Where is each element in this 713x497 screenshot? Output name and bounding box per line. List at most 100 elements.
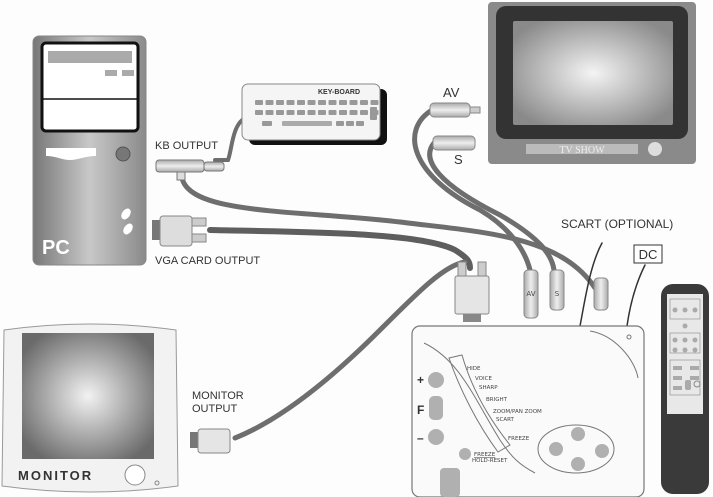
key [307, 100, 316, 105]
monitor-cable [232, 259, 468, 441]
keyboard-cable [213, 116, 247, 162]
remote-button[interactable] [682, 323, 688, 329]
key [255, 110, 263, 115]
dc-label-box [633, 244, 663, 264]
enter-key [370, 107, 377, 120]
plus-label: + [417, 373, 424, 387]
keyboard: KEY-BOARD [241, 83, 387, 145]
f-button[interactable] [429, 396, 443, 420]
function-label: VOICE [475, 376, 492, 382]
function-label: FREEZE [508, 436, 530, 442]
key [255, 100, 263, 105]
monitor-output-label-line2: OUTPUT [192, 403, 238, 415]
key [339, 100, 347, 105]
key [328, 110, 337, 115]
monitor-power-button [124, 464, 146, 486]
pc-tower: PC [32, 35, 147, 266]
function-label: HIDE [467, 366, 481, 372]
s-video-cable [427, 140, 557, 273]
s-plug-label: S [555, 290, 560, 298]
vga-to-converter-cable [207, 227, 473, 271]
remote-button[interactable] [682, 347, 688, 353]
av-label: AV [443, 85, 460, 100]
key [328, 100, 337, 105]
key [370, 100, 379, 105]
dpad-left[interactable] [549, 442, 563, 456]
converter-vga-plug [454, 261, 490, 322]
key [318, 100, 326, 105]
key [349, 110, 358, 115]
dpad-down[interactable] [571, 457, 585, 471]
remote-button[interactable] [682, 307, 688, 313]
minus-button[interactable] [428, 429, 444, 445]
power-switch[interactable] [440, 468, 460, 497]
key [360, 110, 368, 115]
kb-output-connector [155, 159, 225, 181]
key [318, 110, 326, 115]
key [307, 110, 316, 115]
tv-power-button [648, 142, 662, 156]
key [262, 121, 272, 126]
key [286, 100, 295, 105]
remote-button[interactable] [690, 376, 699, 380]
remote-button[interactable] [692, 307, 698, 313]
key [297, 100, 305, 105]
remote-button[interactable] [672, 337, 678, 343]
function-label: SCART [496, 417, 515, 423]
remote-rocker[interactable] [685, 380, 691, 390]
remote-button[interactable] [690, 366, 699, 370]
f-label: F [417, 403, 424, 417]
key [297, 110, 305, 115]
spacebar-key [282, 121, 332, 126]
remote-button[interactable] [692, 337, 698, 343]
monitor-output-connector [190, 428, 231, 454]
kb-output-label: KB OUTPUT [155, 140, 218, 152]
s-plug-top [432, 135, 476, 151]
kb-to-converter-cable [179, 175, 598, 291]
function-label: BRIGHT [486, 397, 508, 403]
key [286, 110, 295, 115]
freeze-button[interactable] [459, 448, 471, 460]
key [276, 100, 284, 105]
av-plug-top [429, 102, 481, 118]
key [265, 100, 274, 105]
remote-button[interactable] [682, 337, 688, 343]
keyboard-label: KEY-BOARD [318, 89, 360, 96]
plus-button[interactable] [428, 372, 444, 388]
hold-reset-label: HOLD-RESET [472, 458, 508, 464]
remote-button[interactable] [672, 347, 678, 353]
av-cable [412, 107, 533, 273]
key [349, 100, 358, 105]
power-button [115, 146, 131, 162]
vga-card-output-label: VGA CARD OUTPUT [155, 255, 260, 267]
scart-leader-line [579, 242, 603, 327]
function-label: ZOOM/PAN ZOOM [493, 409, 542, 415]
key [276, 110, 284, 115]
dc-leader-line [626, 264, 646, 327]
key [265, 110, 274, 115]
monitor-label: MONITOR [18, 468, 93, 483]
dc-label: DC [639, 247, 658, 262]
remote-button[interactable] [673, 366, 682, 370]
dpad-right[interactable] [595, 444, 609, 458]
freeze-hold-label: FREEZE [474, 452, 496, 458]
tv: TV SHOW [488, 2, 696, 164]
remote-button[interactable] [692, 347, 698, 353]
scart-optional-label: SCART (OPTIONAL) [561, 217, 673, 231]
remote-button[interactable] [693, 380, 701, 388]
remote-button[interactable] [672, 307, 678, 313]
remote-button[interactable] [673, 376, 682, 380]
dpad-up[interactable] [571, 427, 585, 441]
remote-button[interactable] [673, 386, 682, 390]
key [336, 121, 344, 126]
remote-control [661, 284, 709, 494]
remote-buttons [672, 307, 701, 390]
vga-card-connector [152, 215, 207, 247]
key [356, 121, 364, 126]
keyboard-keys [255, 100, 379, 126]
s-label: S [454, 152, 463, 167]
